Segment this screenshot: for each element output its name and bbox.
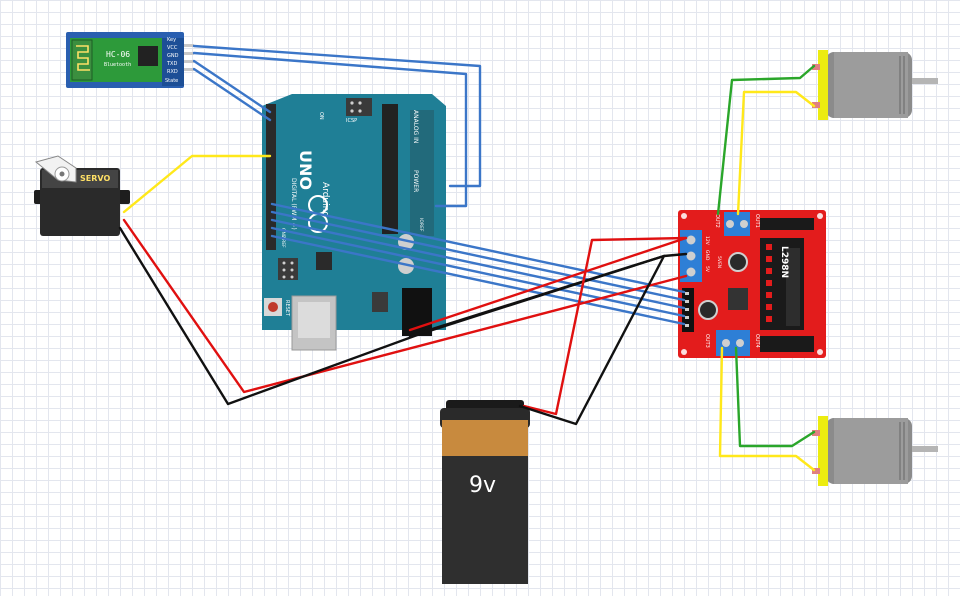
wire-servo-vcc: [122, 218, 688, 394]
wire-in1: [270, 202, 686, 294]
wire-in4: [270, 226, 686, 318]
wire-motor-bottom-yellow: [718, 346, 816, 472]
hc06-pin-state: State: [165, 78, 178, 84]
driver-5v-label: 5V: [704, 266, 710, 273]
wire-motor-top-yellow: [736, 90, 816, 216]
hc06-title: HC-06: [106, 50, 130, 59]
wires: [118, 44, 816, 472]
driver-out3-label: OUT3: [704, 334, 710, 348]
hc06-pin-rxd: RXD: [167, 69, 178, 75]
wire-arduino-vin: [408, 236, 688, 332]
arduino-power-label: POWER: [412, 170, 419, 192]
hc06-module: HC-06 Bluetooth Key VCC GND TXD RXD Stat…: [66, 32, 194, 88]
arduino-digital-label: DIGITAL (PWM ~): [290, 178, 297, 230]
wire-hc06-rxd: [192, 67, 272, 122]
wire-motor-bottom-green: [734, 346, 816, 448]
dc-motor-bottom: [812, 416, 938, 486]
hc06-pin-txd: TXD: [166, 61, 177, 67]
hc06-pin-key: Key: [167, 37, 176, 43]
battery-9v: 9v: [440, 400, 530, 584]
driver-out1-label: OUT1: [754, 214, 760, 228]
wire-battery-negative: [518, 252, 688, 426]
hc06-subtitle: Bluetooth: [104, 62, 131, 68]
arduino-gnd-label: GND: [280, 228, 286, 239]
l298n-driver: OUT2 OUT1 OUT3 OUT4 12V GND 5V 5VEN L298…: [678, 210, 826, 358]
driver-5ven-label: 5VEN: [716, 256, 722, 268]
wire-in2: [270, 210, 686, 302]
arduino-reset-label: RESET: [284, 300, 290, 317]
arduino-icsp-label: ICSP: [346, 118, 357, 124]
arduino-uno-board: ICSP DIGITAL (PWM ~) UNO Arduino POWER A…: [262, 94, 446, 351]
arduino-analog-label: ANALOG IN: [412, 110, 419, 143]
driver-chip-label: L298N: [779, 246, 789, 278]
servo-label: SERVO: [80, 174, 110, 183]
wire-hc06-txd: [192, 59, 272, 114]
arduino-ioref-label: IOREF: [418, 218, 424, 232]
servo-motor: SERVO: [34, 155, 130, 236]
arduino-brand: UNO: [296, 150, 315, 190]
wire-battery-positive: [522, 236, 688, 416]
driver-gnd-label: GND: [704, 250, 710, 261]
dc-motor-top: [812, 50, 938, 120]
wire-ena: [270, 234, 686, 326]
driver-12v-label: 12V: [704, 236, 710, 246]
wire-servo-signal: [122, 154, 272, 214]
battery-label: 9v: [469, 473, 496, 498]
arduino-on-label: ON: [318, 112, 324, 120]
wire-motor-top-green: [716, 64, 816, 216]
hc06-pin-vcc: VCC: [167, 45, 178, 51]
arduino-aref-label: AREF: [280, 236, 286, 248]
hc06-pin-gnd: GND: [167, 53, 179, 59]
wire-hc06-gnd: [192, 51, 468, 208]
wire-arduino-gnd: [408, 254, 666, 338]
driver-out2-label: OUT2: [714, 214, 720, 228]
driver-out4-label: OUT4: [754, 334, 760, 348]
